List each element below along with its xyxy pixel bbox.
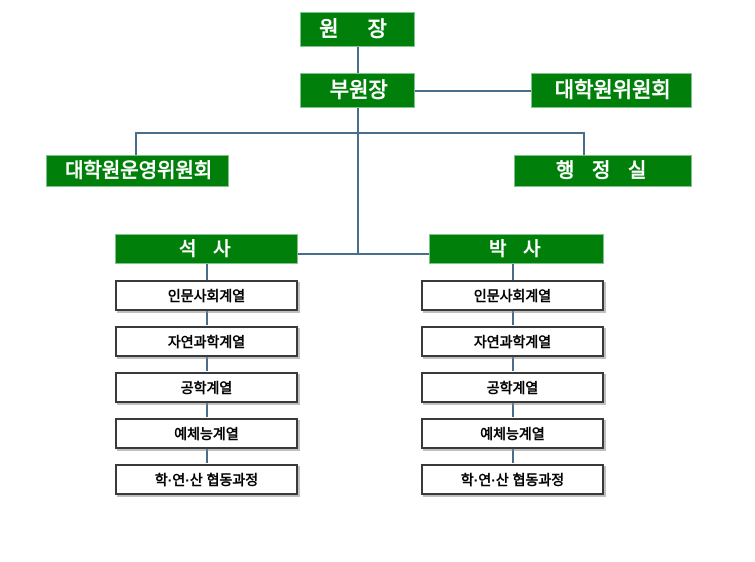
doctorate-program-item[interactable]: 자연과학계열 <box>421 326 604 357</box>
node-masters-label: 석 사 <box>178 238 237 260</box>
doctorate-program-label: 예체능계열 <box>480 425 545 442</box>
connector-doctorate-p3-p4 <box>512 403 514 417</box>
connector-committee-bus <box>135 132 585 134</box>
node-doctorate-label: 박 사 <box>488 238 547 260</box>
node-admin-office[interactable]: 행 정 실 <box>514 155 692 187</box>
connector-bus-to-admin-office <box>583 132 585 155</box>
node-grad-operating-committee[interactable]: 대학원운영위원회 <box>46 155 229 187</box>
doctorate-program-item[interactable]: 학·연·산 협동과정 <box>421 464 604 495</box>
masters-program-item[interactable]: 예체능계열 <box>115 418 298 449</box>
doctorate-program-item[interactable]: 인문사회계열 <box>421 280 604 311</box>
masters-program-label: 예체능계열 <box>174 425 239 442</box>
doctorate-program-item[interactable]: 공학계열 <box>421 372 604 403</box>
node-vice-director[interactable]: 부원장 <box>300 73 415 108</box>
masters-program-label: 공학계열 <box>180 379 233 396</box>
connector-doctorate-p4-p5 <box>512 449 514 463</box>
doctorate-program-label: 인문사회계열 <box>473 287 552 304</box>
masters-program-item[interactable]: 공학계열 <box>115 372 298 403</box>
node-vice-director-label: 부원장 <box>329 79 388 102</box>
connector-masters-p2-p3 <box>206 357 208 371</box>
connector-doctorate-p2-p3 <box>512 357 514 371</box>
masters-program-item[interactable]: 자연과학계열 <box>115 326 298 357</box>
connector-director-to-vice <box>357 47 359 73</box>
node-director[interactable]: 원 장 <box>300 12 415 47</box>
masters-program-label: 인문사회계열 <box>167 287 246 304</box>
node-grad-operating-committee-label: 대학원운영위원회 <box>65 160 213 182</box>
connector-masters-p3-p4 <box>206 403 208 417</box>
connector-doctorate-p1-p2 <box>512 311 514 325</box>
doctorate-program-label: 자연과학계열 <box>473 333 552 350</box>
node-grad-committee[interactable]: 대학원위원회 <box>531 73 692 108</box>
doctorate-program-label: 학·연·산 협동과정 <box>460 471 565 488</box>
masters-program-item[interactable]: 학·연·산 협동과정 <box>115 464 298 495</box>
connector-masters-to-p1 <box>206 264 208 280</box>
connector-doctorate-to-p1 <box>512 264 514 280</box>
node-masters[interactable]: 석 사 <box>115 234 298 264</box>
connector-bus-to-operating-committee <box>135 132 137 155</box>
node-doctorate[interactable]: 박 사 <box>429 234 604 264</box>
connector-masters-p1-p2 <box>206 311 208 325</box>
doctorate-program-label: 공학계열 <box>486 379 539 396</box>
connector-degree-bus <box>298 253 429 255</box>
node-director-label: 원 장 <box>319 18 399 41</box>
masters-program-label: 자연과학계열 <box>167 333 246 350</box>
node-grad-committee-label: 대학원위원회 <box>554 79 671 102</box>
masters-program-label: 학·연·산 협동과정 <box>154 471 259 488</box>
doctorate-program-item[interactable]: 예체능계열 <box>421 418 604 449</box>
node-admin-office-label: 행 정 실 <box>556 160 653 182</box>
masters-program-item[interactable]: 인문사회계열 <box>115 280 298 311</box>
connector-masters-p4-p5 <box>206 449 208 463</box>
connector-vice-to-grad-committee <box>414 90 532 92</box>
connector-vice-trunk <box>357 108 359 253</box>
